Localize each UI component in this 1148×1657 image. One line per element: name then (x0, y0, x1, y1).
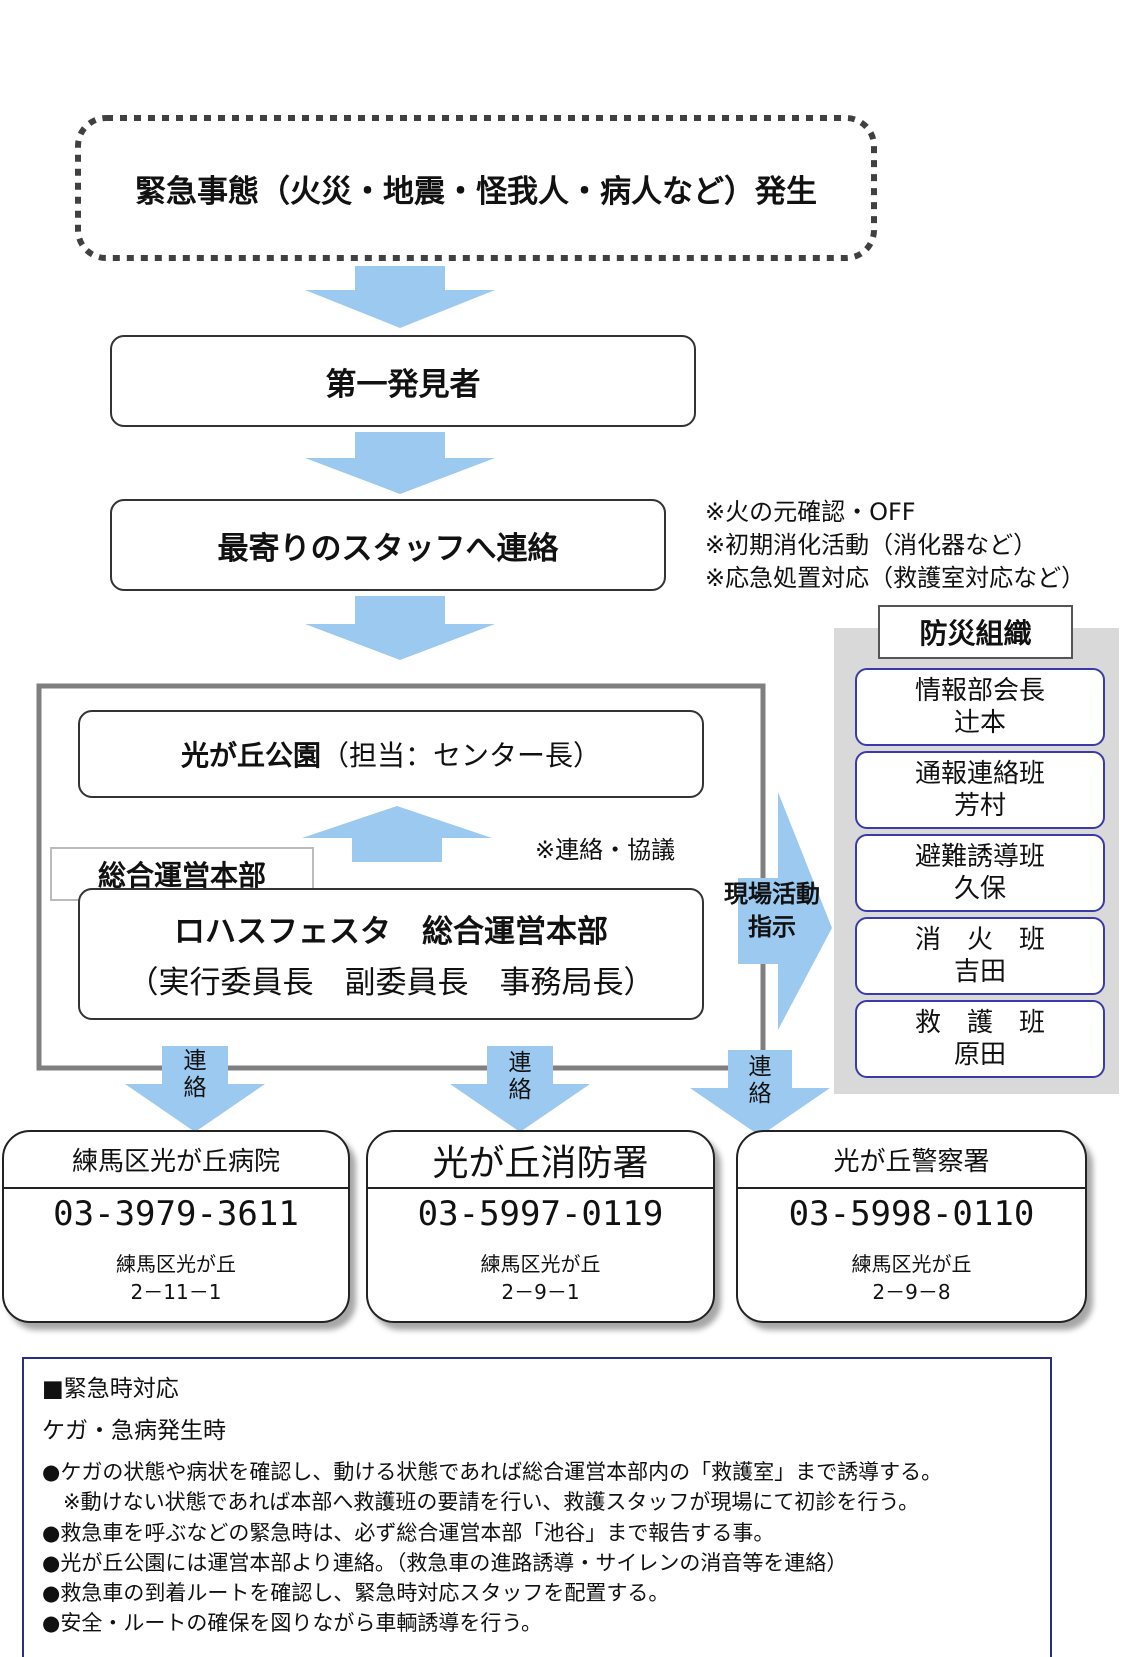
org-person: 辻本 (953, 708, 1006, 738)
guide-line: ●光が丘公園には運営本部より連絡。（救急車の進路誘導・サイレンの消音等を連絡） (42, 1551, 848, 1575)
arrow-down-2 (305, 432, 495, 494)
arrow-contact-fire (450, 1046, 590, 1132)
hq-title: ロハスフェスタ 総合運営本部 (174, 914, 608, 950)
contact-address: 練馬区光が丘 2－11－1 (4, 1250, 348, 1306)
emergency-frame (75, 115, 877, 261)
liaison-note: ※連絡・協議 (535, 836, 676, 864)
note-item: ※初期消化活動（消化器など） (705, 531, 1038, 559)
org-role: 消 火 班 (914, 925, 1045, 955)
org-role: 避難誘導班 (914, 842, 1045, 872)
field-instruction-line: 現場活動 (724, 880, 820, 908)
org-role: 救 護 班 (914, 1008, 1045, 1038)
contact-name: 光が丘消防署 (368, 1132, 713, 1189)
contact-staff-box: 最寄りのスタッフへ連絡 (110, 499, 666, 591)
arrow-contact-hospital (125, 1046, 265, 1132)
note-item: ※火の元確認・OFF (705, 498, 916, 526)
contact-fire-station: 光が丘消防署 03-5997-0119 練馬区光が丘 2－9－1 (366, 1130, 715, 1323)
contact-phone: 03-3979-3611 (53, 1194, 299, 1234)
contact-address: 練馬区光が丘 2－9－1 (368, 1250, 713, 1306)
contact-label-char: 連 (508, 1050, 532, 1076)
contact-police: 光が丘警察署 03-5998-0110 練馬区光が丘 2－9－8 (736, 1130, 1087, 1323)
contact-address-line: 2－11－1 (130, 1280, 222, 1304)
guide-line: ●安全・ルートの確保を図りながら車輌誘導を行う。 (42, 1611, 543, 1635)
contact-address-line: 練馬区光が丘 (116, 1252, 236, 1276)
contact-address-line: 2－9－8 (872, 1280, 951, 1304)
contact-label-char: 絡 (183, 1075, 207, 1101)
contact-name: 練馬区光が丘病院 (4, 1132, 348, 1189)
arrow-down-3 (305, 596, 495, 660)
org-person: 原田 (953, 1040, 1006, 1070)
arrow-up-liaison (302, 806, 492, 862)
org-title: 防災組織 (878, 605, 1073, 659)
park-box: 光が丘公園（担当：センター長） (78, 710, 704, 798)
hq-box: ロハスフェスタ 総合運営本部 （実行委員長 副委員長 事務局長） (78, 888, 704, 1020)
arrow-contact-police (690, 1050, 830, 1136)
contact-label-hospital: 連 絡 (180, 1048, 210, 1102)
contact-address-line: 2－9－1 (501, 1280, 580, 1304)
guide-line: ※動けない状態であれば本部へ救護班の要請を行い、救護スタッフが現場にて初診を行う… (42, 1490, 920, 1514)
contact-name: 光が丘警察署 (738, 1132, 1085, 1189)
org-role: 情報部会長 (914, 676, 1045, 706)
org-person: 吉田 (953, 957, 1006, 987)
org-item-evacuation-team: 避難誘導班 久保 (855, 834, 1105, 912)
park-name: 光が丘公園 (180, 739, 321, 772)
org-person: 久保 (953, 874, 1006, 904)
org-item-info-head: 情報部会長 辻本 (855, 668, 1105, 746)
hq-members: （実行委員長 副委員長 事務局長） (127, 965, 655, 1001)
contact-address-line: 練馬区光が丘 (480, 1252, 601, 1276)
contact-label-char: 絡 (508, 1077, 532, 1103)
org-role: 通報連絡班 (914, 759, 1045, 789)
org-item-report-team: 通報連絡班 芳村 (855, 751, 1105, 829)
arrow-right-field-instruction (738, 792, 832, 1030)
guide-subheading: ケガ・急病発生時 (42, 1418, 226, 1444)
contact-label-char: 連 (748, 1054, 772, 1080)
first-finder-box: 第一発見者 (110, 335, 696, 427)
guide-line: ●救急車を呼ぶなどの緊急時は、必ず総合運営本部「池谷」まで報告する事。 (42, 1521, 775, 1545)
guide-line: ●救急車の到着ルートを確認し、緊急時対応スタッフを配置する。 (42, 1581, 670, 1605)
contact-address-line: 練馬区光が丘 (851, 1252, 972, 1276)
contact-phone: 03-5997-0119 (417, 1194, 664, 1234)
arrow-down-1 (305, 266, 495, 328)
contact-label-char: 連 (183, 1048, 207, 1074)
guide-heading: ■緊急時対応 (42, 1376, 179, 1402)
contact-hospital: 練馬区光が丘病院 03-3979-3611 練馬区光が丘 2－11－1 (2, 1130, 350, 1323)
org-person: 芳村 (953, 791, 1006, 821)
contact-address: 練馬区光が丘 2－9－8 (738, 1250, 1085, 1306)
contact-label-fire: 連 絡 (505, 1050, 535, 1104)
emergency-title: 緊急事態（火災・地震・怪我人・病人など）発生 (135, 173, 817, 210)
field-instruction-line: 指示 (748, 913, 796, 941)
contact-phone: 03-5998-0110 (788, 1194, 1035, 1234)
first-response-notes: ※火の元確認・OFF ※初期消化活動（消化器など） ※応急処置対応（救護室対応な… (705, 496, 1085, 595)
guide-line: ●ケガの状態や病状を確認し、動ける状態であれば総合運営本部内の「救護室」まで誘導… (42, 1460, 943, 1484)
contact-label-police: 連 絡 (745, 1054, 775, 1108)
hq-frame (36, 683, 766, 1071)
org-item-firefighting-team: 消 火 班 吉田 (855, 917, 1105, 995)
park-detail: （担当：センター長） (321, 739, 602, 772)
org-item-rescue-team: 救 護 班 原田 (855, 1000, 1105, 1078)
emergency-response-guide: ■緊急時対応 ケガ・急病発生時 ●ケガの状態や病状を確認し、動ける状態であれば総… (22, 1357, 1052, 1657)
contact-label-char: 絡 (748, 1081, 772, 1107)
field-instruction-label: 現場活動 指示 (712, 878, 832, 944)
note-item: ※応急処置対応（救護室対応など） (705, 564, 1086, 592)
